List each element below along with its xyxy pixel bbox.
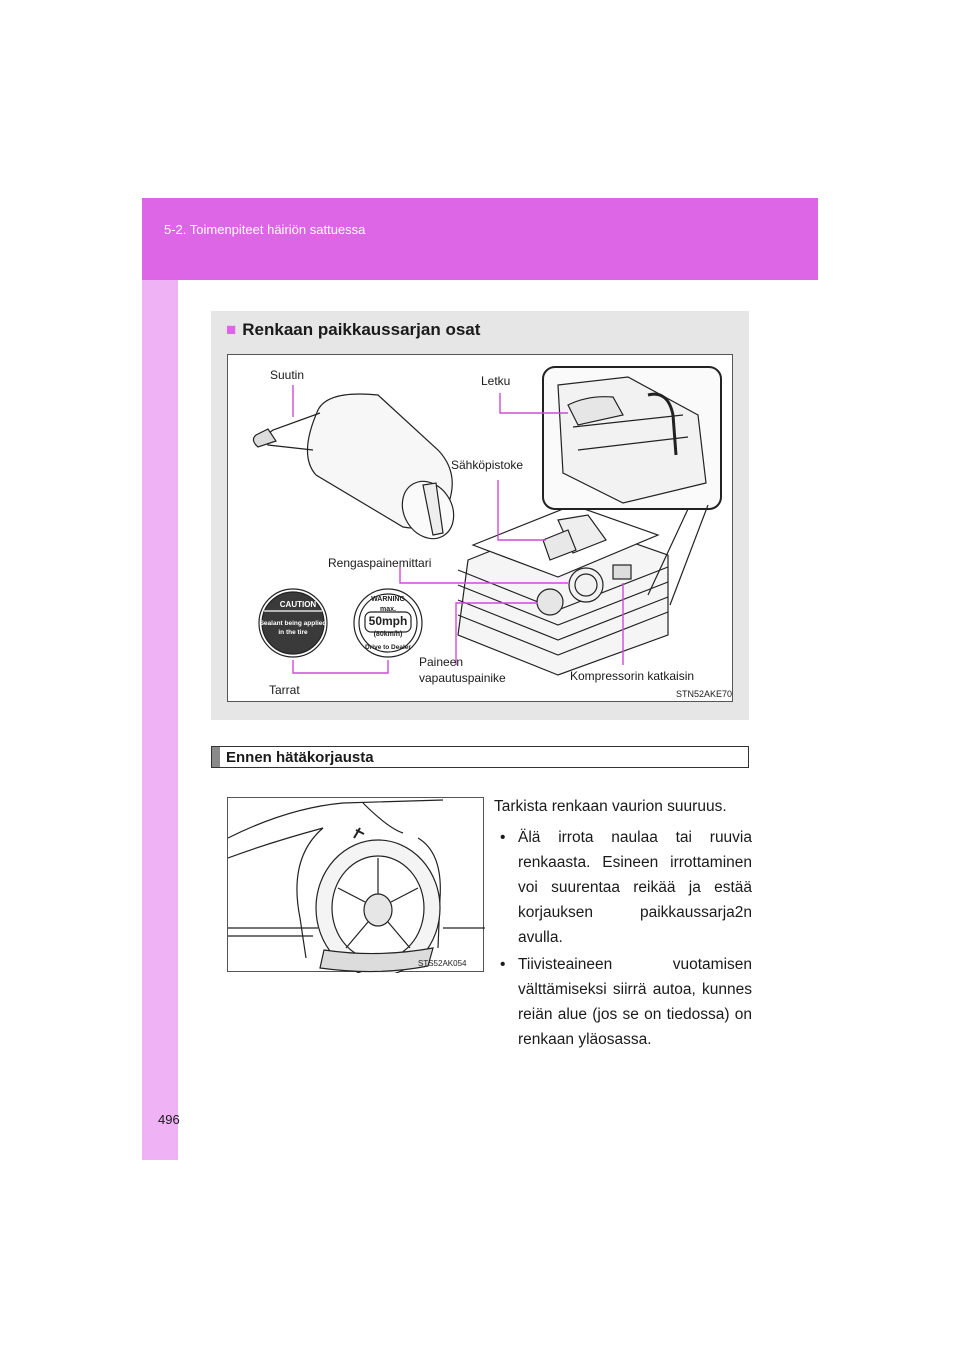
label-letku: Letku bbox=[481, 374, 511, 388]
caution-title: CAUTION bbox=[280, 600, 317, 609]
sticker-caution bbox=[258, 588, 328, 658]
body-text: Tarkista renkaan vaurion suuruus. • Älä … bbox=[494, 794, 752, 1054]
sticker-warning bbox=[353, 588, 423, 658]
label-sahkopistoke: Sähköpistoke bbox=[451, 458, 524, 472]
section-title: 5-2. Toimenpiteet häiriön sattuessa bbox=[164, 222, 366, 237]
label-paineen-line1: Paineen bbox=[419, 655, 464, 669]
label-tarrat: Tarrat bbox=[269, 683, 300, 697]
side-strip bbox=[142, 280, 178, 1160]
warning-speed: 50mph bbox=[369, 614, 408, 628]
caution-line1: Sealant being applied bbox=[260, 620, 327, 627]
figure-code-tire: STS52AK054 bbox=[418, 959, 467, 968]
bullet-symbol: • bbox=[500, 956, 506, 973]
subheading-ennen: Ennen hätäkorjausta bbox=[211, 746, 749, 768]
caution-line2: in the tire bbox=[278, 629, 308, 636]
repair-kit-drawing: CAUTION Sealant being applied in the tir… bbox=[252, 366, 722, 676]
label-suutin: Suutin bbox=[270, 368, 305, 382]
warning-title: WARNING bbox=[371, 596, 405, 603]
subheading-bar bbox=[212, 747, 220, 767]
header-band bbox=[142, 198, 818, 280]
subheading-text: Ennen hätäkorjausta bbox=[226, 749, 374, 766]
bullet-text-2: Tiivisteaineen vuotamisen välttämiseksi … bbox=[518, 956, 752, 1048]
bullet-text-1: Älä irrota naulaa tai ruuvia renkaasta. … bbox=[518, 829, 752, 946]
tire-drawing: STS52AK054 bbox=[228, 799, 485, 973]
page-number: 496 bbox=[158, 1112, 180, 1127]
panel-heading-text: Renkaan paikkaussarjan osat bbox=[242, 320, 481, 339]
warning-kmh: (80km/h) bbox=[374, 631, 403, 638]
warning-max: max. bbox=[380, 606, 396, 613]
label-paineen-line2: vapautuspainike bbox=[419, 671, 506, 685]
repair-kit-illustration: CAUTION Sealant being applied in the tir… bbox=[227, 354, 733, 702]
bullet-item-1: • Älä irrota naulaa tai ruuvia renkaasta… bbox=[494, 825, 752, 950]
bullet-symbol: • bbox=[500, 829, 506, 846]
label-rengaspainemittari: Rengaspainemittari bbox=[328, 556, 432, 570]
heading-marker: ■ bbox=[226, 320, 237, 339]
panel-heading: ■ Renkaan paikkaussarjan osat bbox=[226, 320, 480, 340]
label-kompressorin: Kompressorin katkaisin bbox=[570, 669, 695, 683]
warning-bottom: Drive to Dealer bbox=[365, 644, 411, 651]
figure-code-kit: STN52AKE70 bbox=[676, 689, 733, 699]
bullet-item-2: • Tiivisteaineen vuotamisen välttämiseks… bbox=[494, 952, 752, 1052]
intro-text: Tarkista renkaan vaurion suuruus. bbox=[494, 798, 727, 815]
tire-illustration: STS52AK054 bbox=[227, 797, 485, 973]
